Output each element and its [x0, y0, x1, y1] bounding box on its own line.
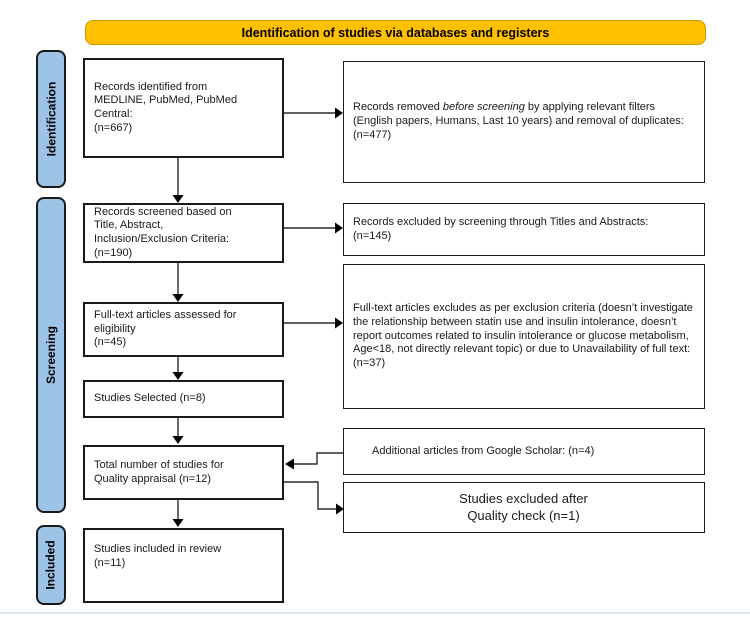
arrow-screened-to-excluded: [284, 222, 343, 234]
box-records-excluded-screening: Records excluded by screening through Ti…: [343, 203, 705, 256]
box-excluded-quality-check: Studies excluded after Quality check (n=…: [343, 482, 705, 533]
banner-title: Identification of studies via databases …: [85, 20, 706, 45]
box-fulltext-assessed-text: Full-text articles assessed for eligibil…: [94, 308, 237, 349]
stage-label-identification-text: Identification: [44, 81, 59, 157]
box-records-removed-before-screening: Records removed before screening by appl…: [343, 61, 705, 183]
box-records-identified-text: Records identified from MEDLINE, PubMed,…: [94, 80, 238, 134]
box-quality-appraisal-total-text: Total number of studies for Quality appr…: [94, 458, 224, 485]
bottom-rule-divider: [0, 612, 750, 614]
box-records-removed-before-screening-text: Records removed before screening by appl…: [353, 101, 684, 141]
italic-before-screening: before screening: [442, 101, 525, 114]
arrow-total-to-included: [172, 500, 184, 527]
arrow-fulltext-to-fulltext-excluded: [284, 317, 343, 329]
arrow-selected-to-total: [172, 418, 184, 444]
arrow-total-to-quality-excluded: [284, 481, 344, 515]
box-quality-appraisal-total: Total number of studies for Quality appr…: [83, 445, 284, 500]
box-records-excluded-screening-text: Records excluded by screening through Ti…: [353, 215, 649, 242]
box-studies-included: Studies included in review (n=11): [83, 528, 284, 603]
arrow-fulltext-to-selected: [172, 357, 184, 380]
arrow-identified-to-removed: [284, 107, 343, 119]
box-records-screened-text: Records screened based on Title, Abstrac…: [94, 205, 232, 259]
banner-title-text: Identification of studies via databases …: [241, 25, 550, 40]
box-studies-selected: Studies Selected (n=8): [83, 380, 284, 418]
arrow-screened-to-fulltext: [172, 263, 184, 302]
box-studies-included-text: Studies included in review (n=11): [94, 543, 222, 569]
box-fulltext-excluded: Full-text articles excludes as per exclu…: [343, 264, 705, 409]
stage-label-included: Included: [36, 525, 66, 605]
box-records-identified: Records identified from MEDLINE, PubMed,…: [83, 58, 284, 158]
box-records-screened: Records screened based on Title, Abstrac…: [83, 203, 284, 263]
arrow-google-scholar-to-total: [285, 452, 343, 470]
stage-label-included-text: Included: [44, 540, 58, 590]
stage-label-screening-text: Screening: [44, 325, 58, 385]
box-google-scholar-additional-text: Additional articles from Google Scholar:…: [372, 444, 595, 457]
box-fulltext-excluded-text: Full-text articles excludes as per exclu…: [353, 302, 693, 370]
box-excluded-quality-check-text: Studies excluded after Quality check (n=…: [459, 490, 588, 523]
box-fulltext-assessed: Full-text articles assessed for eligibil…: [83, 302, 284, 357]
box-studies-selected-text: Studies Selected (n=8): [94, 392, 206, 405]
stage-label-screening: Screening: [36, 197, 66, 513]
stage-label-identification: Identification: [36, 50, 66, 188]
arrow-identified-to-screened: [172, 158, 184, 203]
box-google-scholar-additional: Additional articles from Google Scholar:…: [343, 428, 705, 475]
